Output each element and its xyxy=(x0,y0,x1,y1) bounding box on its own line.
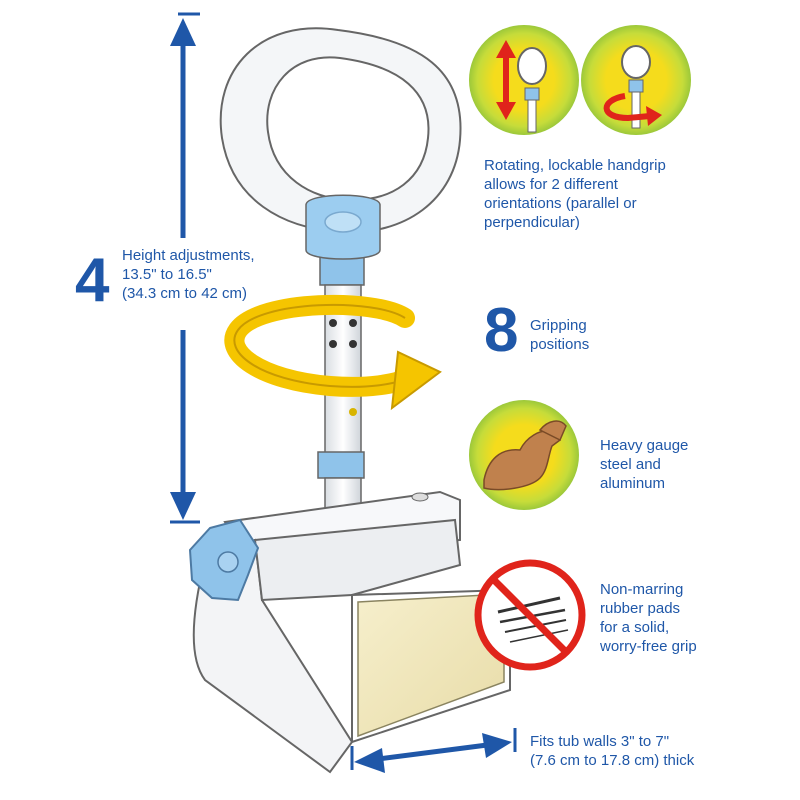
steel-label-line-1: Heavy gauge xyxy=(600,437,689,454)
rotating-label-line-4: perpendicular) xyxy=(484,214,580,231)
steel-label: Heavy gauge steel and aluminum xyxy=(600,436,688,493)
tub-wall-label-line-1: Fits tub walls 3" to 7" xyxy=(530,733,670,750)
pads-label-line-1: Non-marring xyxy=(600,581,684,598)
muscle-arm-icon xyxy=(469,400,579,510)
gripping-number: 8 xyxy=(484,296,519,365)
gripping-label-line-2: positions xyxy=(530,336,590,353)
width-arrow-icon xyxy=(350,728,517,773)
tub-wall-label: Fits tub walls 3" to 7" (7.6 cm to 17.8 … xyxy=(530,732,694,770)
tub-wall-label-line-2: (7.6 cm to 17.8 cm) thick xyxy=(530,752,695,769)
rotating-label: Rotating, lockable handgrip allows for 2… xyxy=(484,156,666,232)
gripping-label: Gripping positions xyxy=(530,316,589,354)
grip-collar xyxy=(305,194,381,260)
rotating-label-line-3: orientations (parallel or xyxy=(484,195,637,212)
height-label-line-2: 13.5" to 16.5" xyxy=(122,266,212,283)
steel-label-line-3: aluminum xyxy=(600,475,666,492)
gripping-label-line-1: Gripping xyxy=(530,317,587,334)
pads-label-line-4: worry-free grip xyxy=(600,638,697,655)
height-label-line-3: (34.3 cm to 42 cm) xyxy=(122,285,248,302)
height-arrow-icon xyxy=(170,12,200,524)
pads-label-line-2: rubber pads xyxy=(600,600,681,617)
rotating-label-line-2: allows for 2 different xyxy=(484,176,618,193)
steel-label-line-2: steel and xyxy=(600,456,661,473)
no-scratch-icon xyxy=(474,559,586,671)
rotating-label-line-1: Rotating, lockable handgrip xyxy=(484,157,666,174)
height-number: 4 xyxy=(75,246,110,315)
tightening-knob xyxy=(188,518,260,602)
orientation-vertical-icon xyxy=(469,25,579,135)
orientation-rotate-icon xyxy=(581,25,691,135)
rotate-arrow-icon xyxy=(224,294,442,411)
height-label-line-1: Height adjustments, xyxy=(122,247,255,264)
tub-clamp-base xyxy=(192,490,511,774)
height-label: Height adjustments, 13.5" to 16.5" (34.3… xyxy=(122,246,255,303)
handgrip-ring xyxy=(219,27,462,234)
pads-label-line-3: for a solid, xyxy=(600,619,670,636)
pads-label: Non-marring rubber pads for a solid, wor… xyxy=(600,580,697,656)
